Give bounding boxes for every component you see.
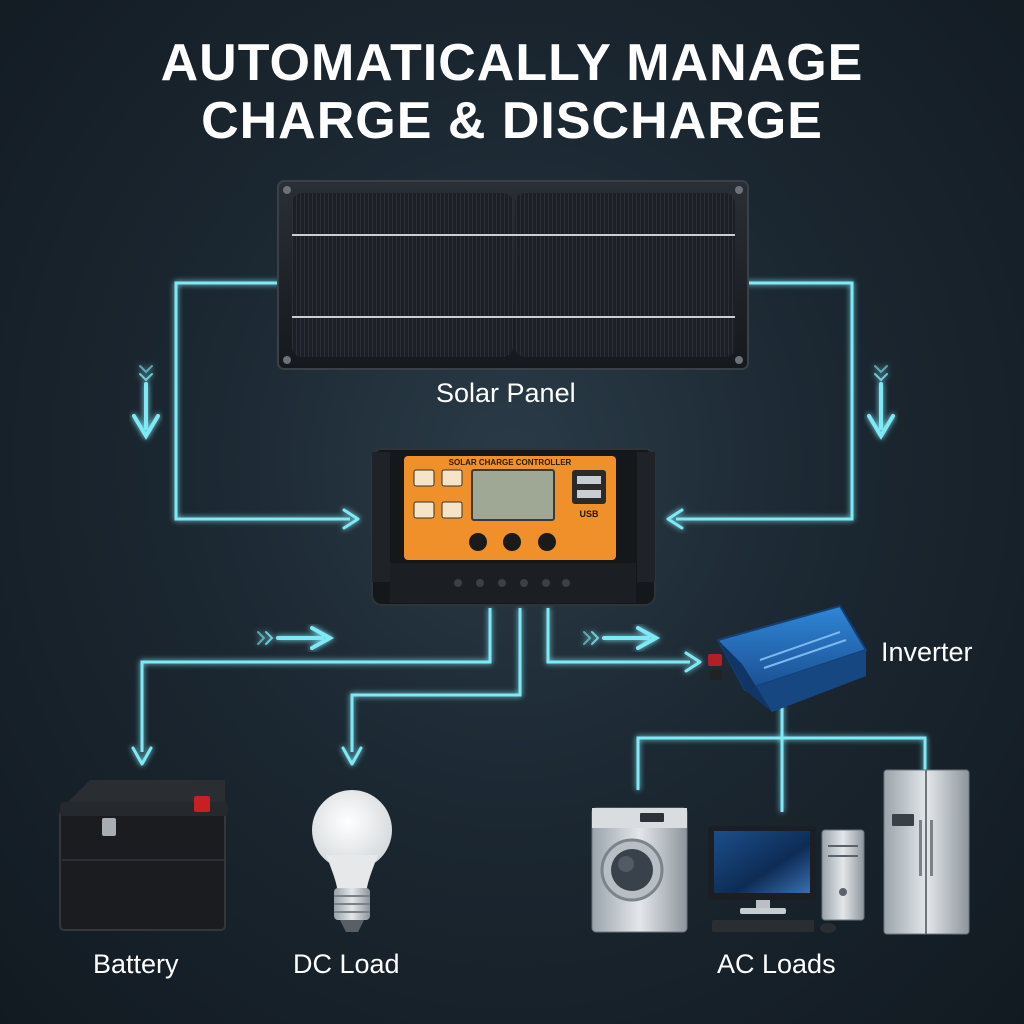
solar-panel-icon <box>277 180 749 370</box>
line-panel-to-controller-right <box>676 281 854 521</box>
washing-machine-icon <box>591 807 688 933</box>
chevron-down-icon <box>132 365 160 440</box>
title-line-2: CHARGE & DISCHARGE <box>201 92 823 150</box>
arrowhead-battery <box>131 746 153 766</box>
controller-heading: SOLAR CHARGE CONTROLLER <box>449 458 572 467</box>
chevron-right-icon <box>257 626 335 650</box>
controller-button-3 <box>538 533 556 551</box>
line-controller-to-dc-load <box>350 608 522 752</box>
line-controller-to-battery <box>140 608 492 752</box>
line-panel-to-controller-left <box>174 281 350 521</box>
ac-loads-label: AC Loads <box>717 949 836 979</box>
diagram-title: AUTOMATICALLY MANAGE CHARGE & DISCHARGE <box>0 34 1024 150</box>
flow-arrowheads <box>131 508 702 766</box>
computer-icon <box>708 826 865 933</box>
chevron-down-icon <box>867 365 895 440</box>
arrowhead-inverter <box>684 651 702 673</box>
charge-controller: SOLAR CHARGE CONTROLLER USB <box>371 448 656 606</box>
flow-lines <box>140 281 927 812</box>
inverter-label: Inverter <box>881 637 973 667</box>
line-controller-to-inverter <box>546 608 690 664</box>
controller-button-2 <box>503 533 521 551</box>
line-ac-bus <box>636 736 927 790</box>
arrowhead-controller-right <box>666 508 684 530</box>
arrowhead-dc-load <box>341 746 363 766</box>
battery-icon <box>59 780 228 931</box>
dc-load-label: DC Load <box>293 949 400 979</box>
controller-button-1 <box>469 533 487 551</box>
inverter-icon <box>708 604 868 712</box>
solar-panel-label: Solar Panel <box>436 378 576 408</box>
chevron-right-icon <box>583 626 661 650</box>
arrowhead-controller-left <box>342 508 360 530</box>
usb-label: USB <box>579 509 599 519</box>
refrigerator-icon <box>883 769 970 935</box>
light-bulb-icon <box>312 790 392 932</box>
battery-label: Battery <box>93 949 179 979</box>
title-line-1: AUTOMATICALLY MANAGE <box>160 34 864 92</box>
